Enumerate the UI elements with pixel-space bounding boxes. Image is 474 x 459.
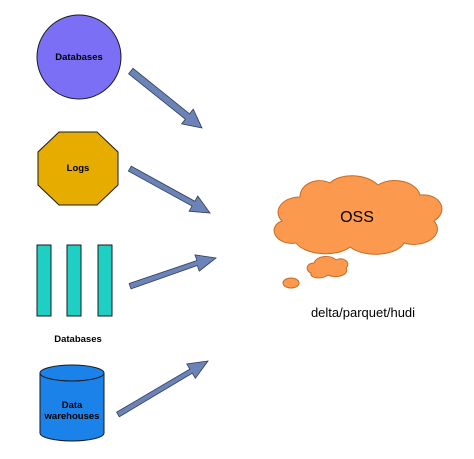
data-warehouses-label-line1: Data [62,400,83,411]
data-warehouses-cylinder-body [39,372,105,442]
data-warehouses-cylinder-top [39,364,105,382]
databases-circle-label: Databases [55,52,103,63]
databases-bars-label: Databases [54,334,102,345]
arrow-logs-to-oss [127,165,211,214]
arrow-data-warehouses-to-oss [116,360,209,418]
logs-octagon-shape [37,131,119,206]
arrow-databases-bars-to-oss [128,254,217,290]
databases-circle-node: Databases [36,14,122,100]
oss-cloud-tiny-puff [282,277,300,289]
data-warehouses-label-line2: warehouses [44,411,100,422]
databases-circle-shape [36,14,122,100]
database-bar-1 [36,244,52,317]
arrow-databases-to-oss [128,67,203,129]
oss-caption: delta/parquet/hudi [311,305,415,320]
database-bar-3 [97,244,113,317]
database-bar-2 [66,244,82,317]
logs-octagon-label: Logs [67,163,90,174]
data-warehouses-node: Data warehouses [39,364,105,442]
oss-cloud-shape [273,175,443,255]
oss-cloud-small-puff [306,255,349,279]
arrows [116,67,217,418]
logs-octagon-node: Logs [37,131,119,206]
databases-bars-node: Databases [36,244,113,345]
oss-label: OSS [340,209,374,226]
oss-cloud-node: OSS delta/parquet/hudi [273,175,443,320]
